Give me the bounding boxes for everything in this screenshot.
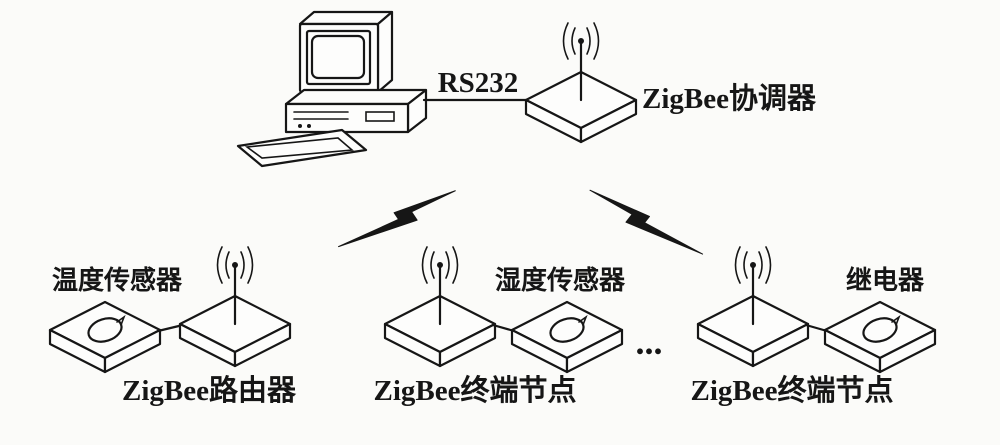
temperature-sensor-device xyxy=(48,300,162,374)
drive-bay xyxy=(365,111,395,122)
sensor-box xyxy=(510,300,624,374)
relay-box xyxy=(823,300,937,374)
unit-top-face xyxy=(284,88,428,106)
keyboard-keys xyxy=(244,137,354,159)
sensor-box xyxy=(48,300,162,374)
monitor-screen xyxy=(310,34,366,80)
endpoint-right-label: ZigBee终端节点 xyxy=(691,374,894,407)
temperature-sensor-label: 温度传感器 xyxy=(52,265,183,295)
power-button xyxy=(298,124,302,128)
relay-device xyxy=(823,300,937,374)
humidity-sensor-label: 湿度传感器 xyxy=(495,265,626,295)
relay-label: 继电器 xyxy=(846,265,925,295)
coordinator-device xyxy=(524,21,638,144)
endpoint-relay-link-line xyxy=(804,323,829,333)
keyboard xyxy=(236,128,368,168)
endpoint-mid-device xyxy=(383,245,497,368)
keyboard-body xyxy=(236,128,368,168)
wireless-link-right-icon xyxy=(587,174,704,272)
monitor xyxy=(298,10,394,102)
monitor-side-face xyxy=(376,10,394,94)
computer-icon xyxy=(236,10,428,168)
more-nodes-ellipsis: ... xyxy=(636,322,663,362)
monitor-top-face xyxy=(298,10,394,26)
router-device xyxy=(178,245,292,368)
endpoint-mid-label: ZigBee终端节点 xyxy=(374,374,577,407)
rs232-label: RS232 xyxy=(438,67,519,99)
coordinator-label: ZigBee协调器 xyxy=(642,82,817,115)
endpoint-right-device xyxy=(696,245,810,368)
endpoint-humidity-link-line xyxy=(491,323,516,333)
humidity-sensor-device xyxy=(510,300,624,374)
system-unit xyxy=(284,88,428,134)
wireless-link-left-icon xyxy=(338,174,458,266)
router-label: ZigBee路由器 xyxy=(122,374,297,407)
reset-button xyxy=(307,124,311,128)
unit-front xyxy=(284,102,410,134)
sensor-router-link-line xyxy=(156,323,185,333)
